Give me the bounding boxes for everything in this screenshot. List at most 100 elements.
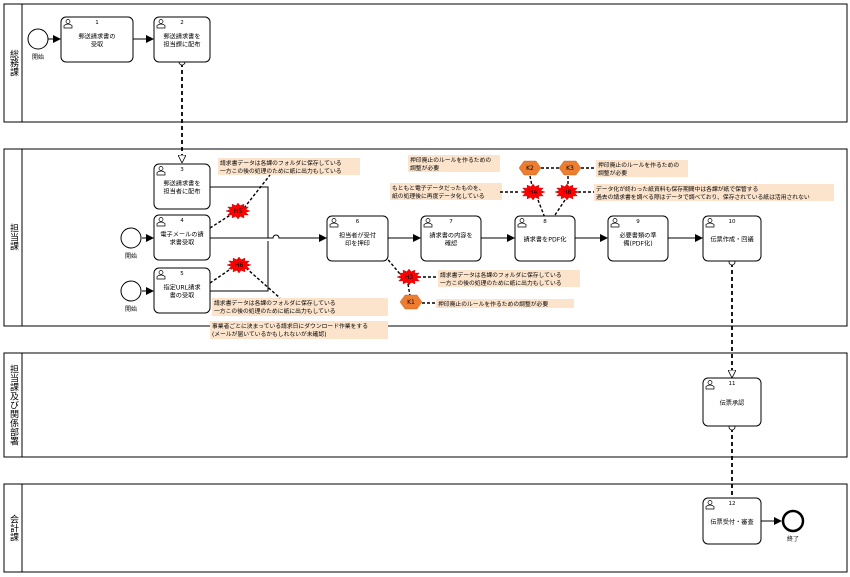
task-number: 1	[95, 20, 99, 26]
task-label-line: 郵送請求書を	[163, 180, 200, 188]
task-number: 11	[729, 381, 736, 387]
flow-merge-t6	[268, 234, 327, 242]
note-h5: 請求書データは各課のフォルダに保存している 一方この後の処理のために紙に出力もし…	[218, 158, 360, 175]
user-task-icon	[610, 218, 620, 228]
tasks: 1郵送請求書の受取2郵送請求書を担当課に配布3郵送請求書を担当者に配布4電子メー…	[60, 16, 762, 545]
user-task-icon	[156, 217, 166, 227]
badge-label: K2	[526, 165, 534, 172]
task-label-line: 書の受取	[170, 292, 195, 300]
lane-general-affairs: 総務課	[3, 3, 848, 123]
conn-t6-h3	[384, 255, 401, 275]
user-task-icon	[705, 218, 715, 228]
user-task-icon	[329, 218, 339, 228]
task-number: 10	[729, 219, 736, 225]
badge-h8: H8	[554, 183, 580, 201]
note-k2: 押印廃止のルールを作るための 調整が必要	[408, 155, 500, 172]
task-label-line: 備(PDF化)	[623, 240, 652, 248]
message-flows	[182, 63, 732, 505]
task-number: 2	[180, 20, 184, 26]
user-task-icon	[705, 380, 715, 390]
conn-t5-h6	[209, 267, 233, 284]
orange-hexagon-marker	[558, 160, 582, 176]
task-label-line: 必要書類の準	[619, 232, 656, 240]
task-box	[153, 163, 211, 210]
task-number: 3	[180, 167, 184, 173]
conn-h6-note	[245, 267, 281, 299]
start-event-3: 開始	[120, 280, 142, 313]
note-h6b-line2: (メールが届いているかもしれないが未確認)	[212, 330, 327, 338]
task-box	[607, 215, 669, 262]
note-k1: 押印廃止のルールを作るための調整が必要	[436, 299, 574, 308]
badge-h6: H6	[226, 256, 252, 274]
badge-label: H4	[529, 189, 538, 196]
badge-label: H3	[405, 274, 414, 281]
badge-k3: K3	[558, 160, 582, 176]
badge-label: H8	[563, 189, 572, 196]
note-h6b-line1: 事業者ごとに決まっている請求日にダウンロード作業をする	[212, 322, 368, 330]
task-box	[153, 267, 211, 314]
note-h3-line2: 一方この後の処理のために紙に出力もしている	[440, 279, 562, 287]
note-h5-line1: 請求書データは各課のフォルダに保存している	[220, 159, 342, 167]
badge-label: H5	[234, 208, 243, 215]
task-label-line: 伝票受付・審査	[710, 518, 753, 526]
task-box	[514, 215, 576, 262]
orange-hexagon-marker	[518, 160, 542, 176]
user-task-icon	[156, 166, 166, 176]
note-h6b: 事業者ごとに決まっている請求日にダウンロード作業をする (メールが届いているかも…	[210, 321, 388, 339]
start-event-2: 開始	[120, 227, 142, 260]
start-event-3-label: 開始	[125, 305, 137, 313]
task-label-line: 受取	[91, 41, 103, 49]
task-number: 6	[356, 219, 360, 225]
task-label-line: 求書受取	[170, 239, 195, 247]
task-box	[702, 497, 762, 545]
user-task-icon	[156, 270, 166, 280]
red-burst-marker	[396, 268, 422, 286]
task-label-line: 指定URL請求	[163, 284, 200, 292]
task-label-line: 伝票作成・回議	[710, 236, 753, 244]
badge-h3: H3	[396, 268, 422, 286]
red-burst-marker	[520, 183, 546, 201]
task-label-line: 請求書をPDF化	[524, 236, 567, 244]
note-k3-line2: 調整が必要	[598, 169, 627, 177]
end-event-label: 終了	[787, 535, 799, 543]
task-number: 5	[180, 271, 184, 277]
task-label-line: 確認	[445, 240, 457, 248]
task-label-line: 担当課に配布	[163, 41, 200, 49]
badge-h4: H4	[520, 183, 546, 201]
task-number: 9	[636, 219, 640, 225]
conn-h3-k1	[407, 283, 411, 297]
user-task-icon	[705, 500, 715, 510]
note-k2-line1: 押印廃止のルールを作るための	[410, 156, 491, 164]
note-h6-line2: 一方この後の処理のために紙に出力もしている	[214, 307, 336, 315]
note-h4: もともと電子データだったものを、 紙の処理後に再度データ化している	[390, 183, 502, 200]
note-k3-line1: 押印廃止のルールを作るための	[598, 161, 679, 169]
red-burst-marker	[225, 202, 251, 220]
task-t10[interactable]: 10 伝票作成・回議	[702, 215, 762, 262]
orange-hexagon-marker	[399, 294, 423, 310]
start-event-1-label: 開始	[32, 53, 44, 61]
task-box	[153, 214, 211, 261]
annotation-connectors	[209, 167, 596, 304]
badge-label: K1	[407, 299, 415, 306]
badge-k2: K2	[518, 160, 542, 176]
lane-label-responsible-section: 担当課	[8, 222, 19, 251]
start-event-2-label: 開始	[125, 252, 137, 260]
task-number: 7	[449, 219, 453, 225]
task-box	[326, 215, 389, 262]
conn-t4-h5	[209, 213, 233, 229]
task-box	[420, 215, 482, 262]
flow-t5-merge	[210, 241, 269, 292]
lane-label-general-affairs: 総務課	[8, 48, 19, 77]
